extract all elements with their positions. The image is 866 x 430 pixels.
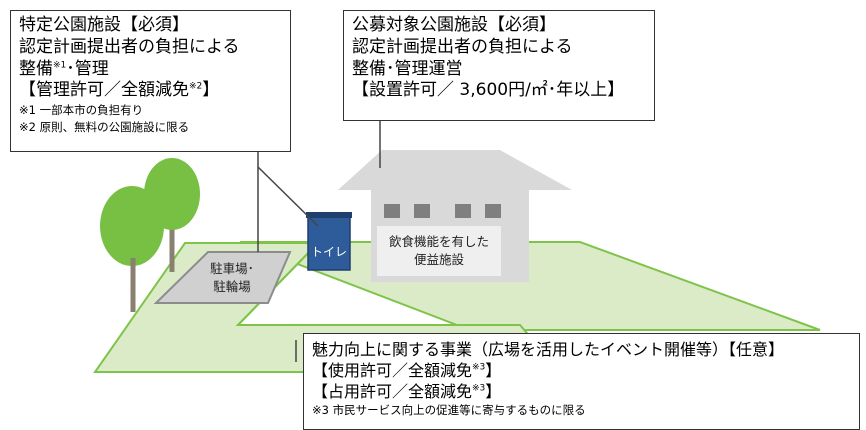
text-segment: ･管理 <box>66 58 109 79</box>
text-segment: 【使用許可／全額減免 <box>312 360 473 380</box>
footnote-mark: ※3 <box>472 362 486 373</box>
parking-lot <box>153 251 292 304</box>
callout-title: 魅力向上に関する事業（広場を活用したイベント開催等）【任意】 <box>312 340 785 359</box>
footnote-mark: ※2 <box>189 81 203 92</box>
text-segment: 】 <box>485 360 502 380</box>
callout-note: ※2 原則、無料の公園施設に限る <box>19 119 190 134</box>
callout-line: 認定計画提出者の負担による <box>19 36 240 57</box>
leader-line <box>257 166 319 227</box>
callout-line: 【管理許可／全額減免※2】 <box>19 80 282 102</box>
food-facility-label-line1: 飲食機能を有した <box>388 234 489 249</box>
text-segment: 整備 <box>19 58 53 79</box>
toilet-label: トイレ <box>310 245 347 259</box>
food-facility-label: 飲食機能を有した 便益施設 <box>378 233 500 268</box>
text-segment: 【管理許可／全額減免 <box>19 80 189 101</box>
callout-line: 【使用許可／全額減免※3】 <box>312 361 851 382</box>
callout-line: 整備･管理運営 <box>352 58 463 79</box>
text-segment: 】 <box>485 381 502 401</box>
callout-public-offering-facility: 公募対象公園施設【必須】 認定計画提出者の負担による 整備･管理運営 【設置許可… <box>343 10 655 121</box>
callout-line: 【設置許可／ 3,600円/㎡･年以上】 <box>352 80 625 101</box>
toilet-building <box>307 215 351 271</box>
parking-label-line2: 駐輪場 <box>213 278 251 294</box>
callout-attraction-project: 魅力向上に関する事業（広場を活用したイベント開催等）【任意】 【使用許可／全額減… <box>303 333 860 430</box>
text-segment: 】 <box>202 80 220 101</box>
callout-title: 特定公園施設【必須】 <box>19 15 189 35</box>
callout-note: ※1 一部本市の負担有り <box>19 103 144 117</box>
footnote-mark: ※3 <box>472 383 486 394</box>
park-area-edge <box>235 242 520 326</box>
parking-label: 駐車場･ 駐輪場 <box>193 260 271 295</box>
building-roof <box>338 150 572 190</box>
callout-line: 認定計画提出者の負担による <box>352 36 573 57</box>
tree-icon <box>144 158 200 230</box>
parking-label-line1: 駐車場･ <box>210 261 254 276</box>
building-window <box>384 204 400 218</box>
food-facility-label-line2: 便益施設 <box>413 251 464 267</box>
callout-specific-park-facility: 特定公園施設【必須】 認定計画提出者の負担による 整備※1･管理 【管理許可／全… <box>10 10 291 152</box>
toilet-roof <box>306 212 352 218</box>
callout-title: 公募対象公園施設【必須】 <box>352 15 556 35</box>
callout-line: 【占用許可／全額減免※3】 <box>312 382 851 403</box>
building-sign <box>377 226 501 276</box>
building-window <box>485 204 501 218</box>
callout-line: 整備※1･管理 <box>19 59 282 81</box>
building-window <box>414 204 430 218</box>
footnote-mark: ※1 <box>53 59 67 70</box>
building-window <box>455 204 471 218</box>
callout-note: ※3 市民サービス向上の促進等に寄与するものに限る <box>312 403 586 418</box>
text-segment: 【占用許可／全額減免 <box>312 381 473 401</box>
